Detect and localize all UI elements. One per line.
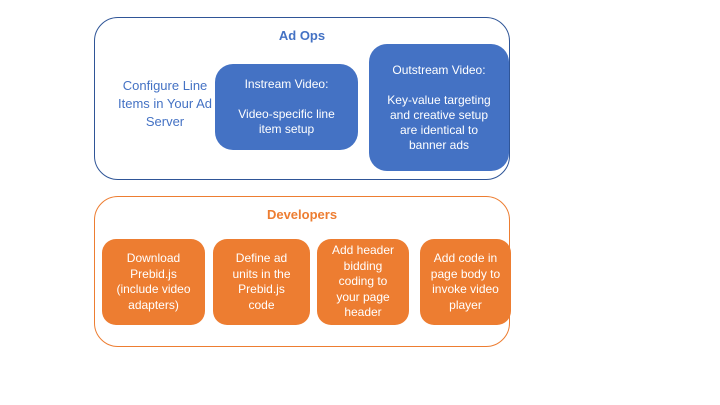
configure-line-items-note: Configure Line Items in Your Ad Server <box>118 78 212 129</box>
download-prebid-box: Download Prebid.js (include video adapte… <box>102 239 205 325</box>
ad-ops-title: Ad Ops <box>278 28 326 43</box>
add-page-body-code-box: Add code in page body to invoke video pl… <box>420 239 511 325</box>
ad-ops-group: Ad Ops Configure Line Items in Your Ad S… <box>94 17 510 180</box>
instream-video-box: Instream Video: Video-specific line item… <box>215 64 358 150</box>
outstream-video-box: Outstream Video: Key-value targeting and… <box>369 44 509 171</box>
developers-group: Developers Download Prebid.js (include v… <box>94 196 511 347</box>
developers-title: Developers <box>266 207 338 222</box>
add-header-bidding-box: Add header bidding coding to your page h… <box>317 239 409 325</box>
define-ad-units-box: Define ad units in the Prebid.js code <box>213 239 310 325</box>
